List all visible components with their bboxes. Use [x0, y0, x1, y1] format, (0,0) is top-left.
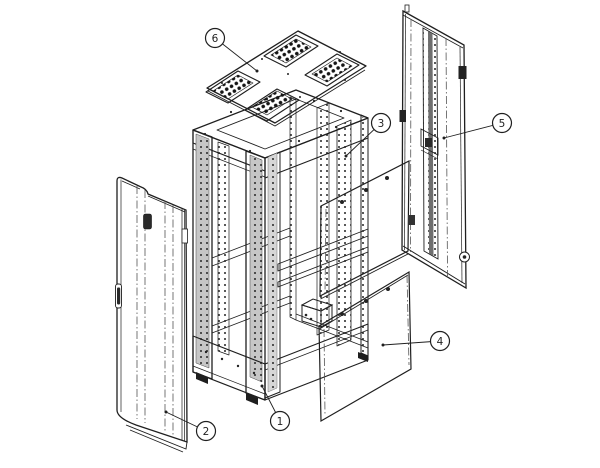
- rear-door-body: [401, 9, 467, 290]
- callout-3: 3: [370, 112, 392, 134]
- callout-4: 4: [429, 330, 451, 352]
- leader-end-dots: [164, 69, 446, 414]
- bottom-panel-screws: [204, 350, 256, 375]
- front-bottom-panel: [192, 335, 266, 401]
- hinge-clip: [408, 215, 415, 225]
- callout-1: 1: [269, 410, 291, 432]
- top-panel-thickness: [207, 69, 366, 127]
- rear-door-fold-lines: [410, 18, 448, 277]
- top-panel-screws: [221, 51, 346, 98]
- rear-bottom-rail: [295, 313, 369, 349]
- hinge-clip: [399, 110, 406, 122]
- leveling-feet: [196, 352, 368, 405]
- callout-6: 6: [204, 27, 226, 49]
- fan-vent: [205, 70, 261, 104]
- side-panel-upper: [319, 160, 410, 300]
- callout-1-number: 1: [277, 416, 284, 428]
- rear-door-knob-center: [462, 255, 467, 259]
- door-handle: [143, 213, 152, 230]
- callout-5-number: 5: [499, 118, 506, 130]
- callout-3-number: 3: [378, 118, 385, 130]
- callouts: 1 2 3 4 5 6: [164, 27, 513, 442]
- fan-vent: [304, 53, 360, 87]
- rear-door-latch: [420, 128, 439, 160]
- callout-4-number: 4: [437, 336, 444, 348]
- rear-door: [399, 4, 470, 290]
- fan-vents: [205, 34, 360, 122]
- panel-screw-holes: [340, 176, 389, 204]
- side-panel-lower: [318, 270, 412, 423]
- front-door: [115, 176, 188, 453]
- cable-bracket: [300, 298, 334, 328]
- callout-6-number: 6: [212, 33, 219, 45]
- door-hinge: [181, 228, 188, 244]
- hinge-pin: [404, 4, 410, 13]
- top-panel: [205, 30, 367, 127]
- fan-vent: [244, 88, 300, 122]
- side-rail: [277, 246, 369, 288]
- callout-2: 2: [195, 420, 217, 442]
- side-rail: [277, 228, 369, 272]
- hinge-clip: [458, 66, 467, 79]
- front-door-skirt: [125, 424, 188, 453]
- callout-5: 5: [491, 112, 513, 134]
- panel-screw-holes: [340, 287, 390, 316]
- callout-2-number: 2: [203, 426, 210, 438]
- door-fold-lines: [136, 186, 174, 436]
- panel-fold-line: [406, 274, 410, 366]
- front-door-body: [116, 176, 188, 443]
- fan-vent: [263, 34, 319, 68]
